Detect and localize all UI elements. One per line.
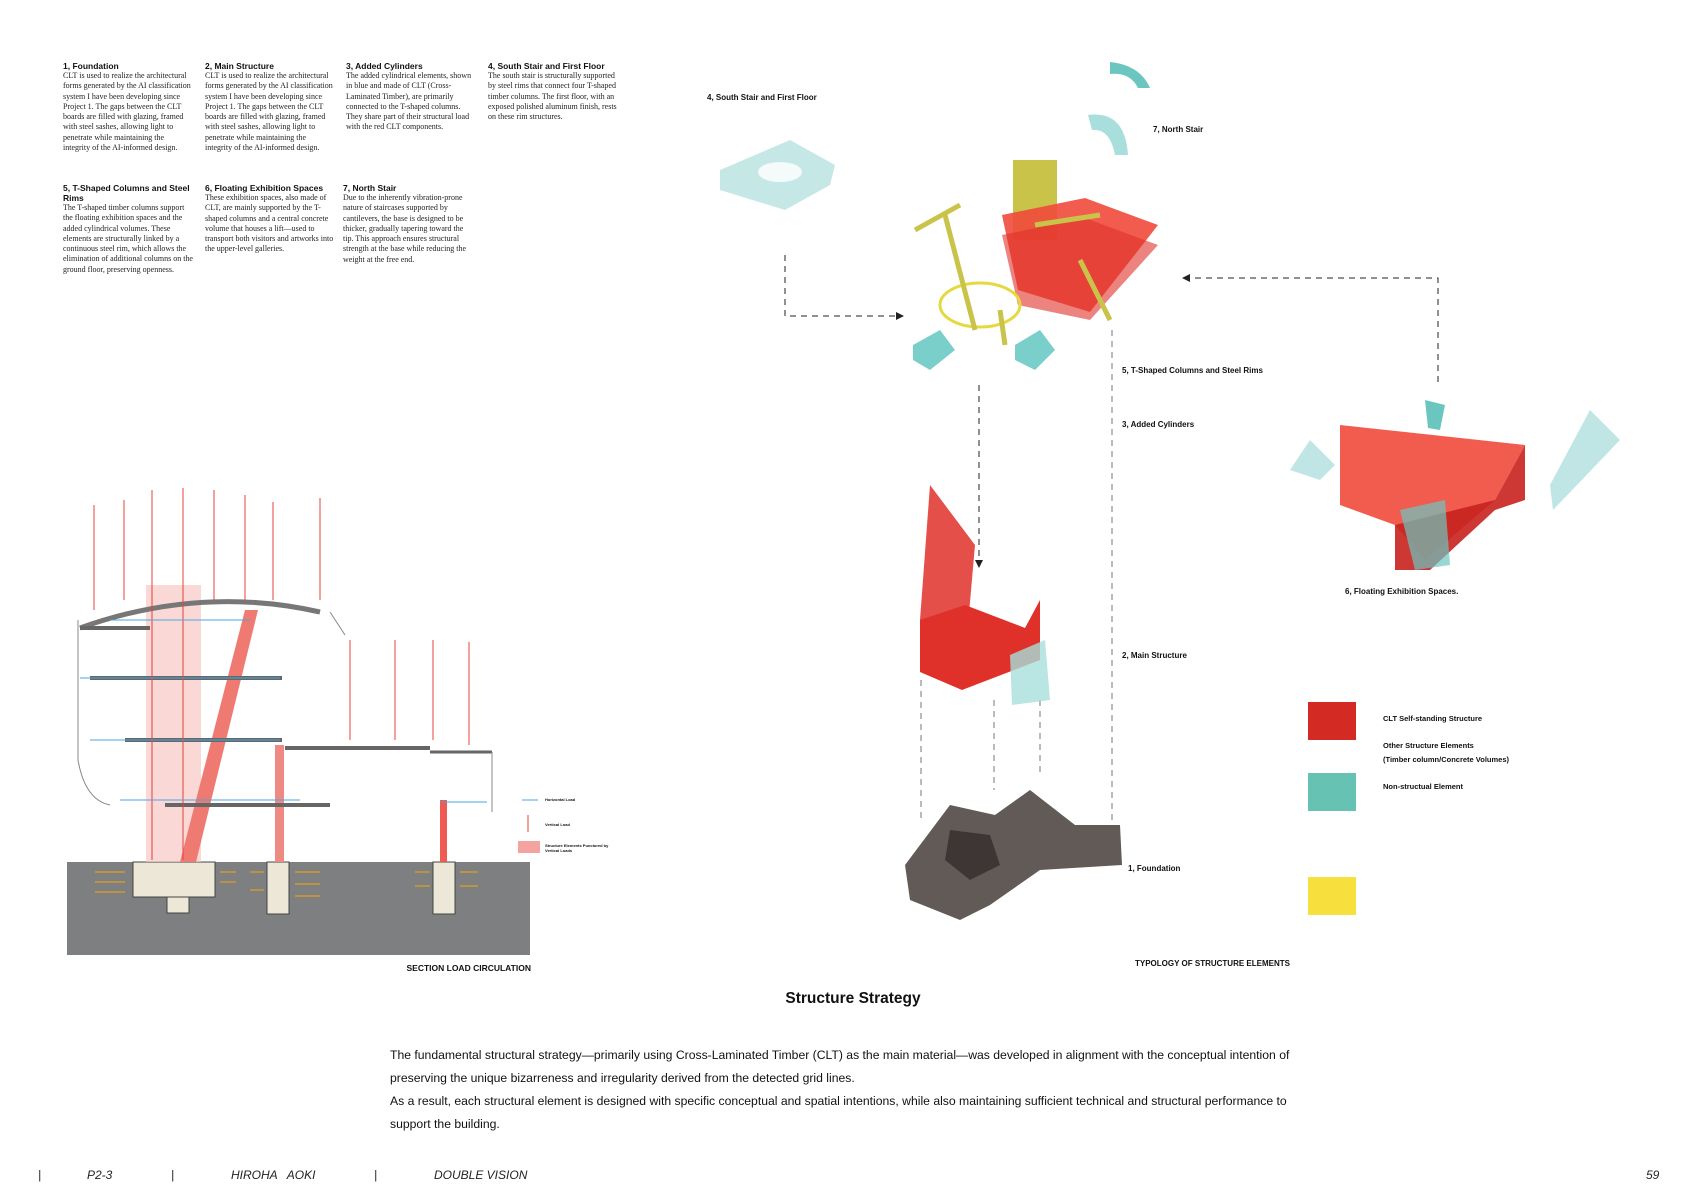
legend-swatch-clt [1308,702,1356,740]
floating-exhibition-space [1340,425,1525,560]
label-main-structure: 2, Main Structure [1122,651,1187,660]
legend-other-sub: (Timber column/Concrete Volumes) [1383,755,1509,764]
legend-other: Other Structure Elements [1383,741,1474,750]
block-title: 5, T-Shaped Columns and Steel Rims [63,183,190,203]
footer-divider: | [171,1168,175,1182]
label-floating: 6, Floating Exhibition Spaces. [1345,587,1459,596]
block-body: The added cylindrical elements, shown in… [346,71,472,132]
footer-author: HIROHA AOKI [231,1168,316,1182]
diagram-title: TYPOLOGY OF STRUCTURE ELEMENTS [1135,959,1290,968]
page-heading: Structure Strategy [785,990,921,1007]
label-columns: 5, T-Shaped Columns and Steel Rims [1122,366,1263,375]
legend-punctured: Structure Elements Punctured by Vertical… [545,843,609,853]
label-foundation: 1, Foundation [1128,864,1181,873]
label-cylinders: 3, Added Cylinders [1122,420,1195,429]
paragraph-line: The fundamental structural strategy—prim… [390,1048,1290,1085]
paragraph-line: As a result, each structural element is … [390,1094,1287,1131]
legend-clt: CLT Self-standing Structure [1383,714,1483,723]
block-title: 3, Added Cylinders [346,61,423,71]
block-title: 2, Main Structure [205,61,274,71]
section-drawing [67,488,530,955]
steel-rim [938,281,1022,329]
block-body: Due to the inherently vibration-prone na… [343,193,467,264]
block-title: 4, South Stair and First Floor [488,61,605,71]
cylinder-right [1015,330,1055,370]
block-body: The T-shaped timber columns support the … [63,203,193,274]
section-title: SECTION LOAD CIRCULATION [406,963,531,973]
legend-swatch-other [1308,877,1356,915]
block-body: These exhibition spaces, also made of CL… [205,193,334,254]
footer-project: DOUBLE VISION [434,1168,528,1182]
foundation [905,790,1122,920]
block-title: 6, Floating Exhibition Spaces [205,183,324,193]
block-title: 1, Foundation [63,61,119,71]
legend-vertical-load: Vertical Load [545,822,570,827]
north-stair [1088,114,1128,155]
block-body: The south stair is structurally supporte… [488,71,617,122]
block-title: 7, North Stair [343,183,397,193]
legend-horizontal-load: Horizontal Load [545,797,576,802]
axonometric-diagram [720,62,1620,920]
punctured-element-swatch [518,841,540,853]
legend-swatch-non-structural [1308,773,1356,811]
block-body: CLT is used to realize the architectural… [63,71,191,153]
main-structure [920,600,1040,690]
footer-divider: | [374,1168,378,1182]
cylinder-left [913,330,955,370]
page-number: 59 [1646,1168,1660,1182]
footer-divider: | [38,1168,42,1182]
label-north-stair: 7, North Stair [1153,125,1204,134]
legend-non-structural: Non-structual Element [1383,782,1464,791]
footer-code: P2-3 [87,1168,113,1182]
north-stair-top [1110,62,1150,88]
body-paragraph: The fundamental structural strategy—prim… [390,1044,1290,1136]
main-structure-fin [920,485,975,625]
label-south-stair: 4, South Stair and First Floor [707,93,817,102]
block-body: CLT is used to realize the architectural… [205,71,333,153]
